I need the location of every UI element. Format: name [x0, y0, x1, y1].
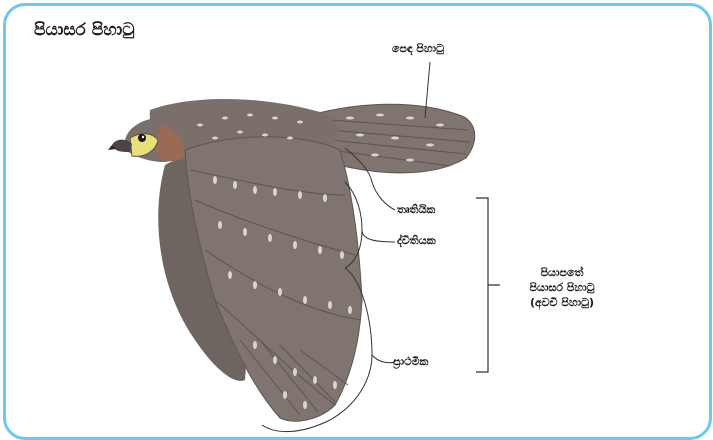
label-flight-feathers-group: පියාපතේ පියාසර පිහාටු (අවචි පිහාටු): [507, 265, 617, 310]
primary-leader: [372, 355, 395, 363]
label-tertiary: තෘතියික: [397, 203, 435, 217]
label-secondary: ද්විතියක: [397, 234, 436, 248]
wing: [185, 137, 362, 421]
bird-head: [108, 118, 190, 162]
group-line-3: (අවචි පිහාටු): [507, 295, 617, 310]
group-line-1: පියාපතේ: [507, 265, 617, 280]
label-tail-feathers: පෙඳ පිහාටු: [392, 42, 444, 56]
label-primary: ප්‍රාථමික: [393, 355, 428, 369]
group-line-2: පියාසර පිහාටු: [507, 280, 617, 295]
flight-feathers-bracket: [476, 198, 500, 372]
